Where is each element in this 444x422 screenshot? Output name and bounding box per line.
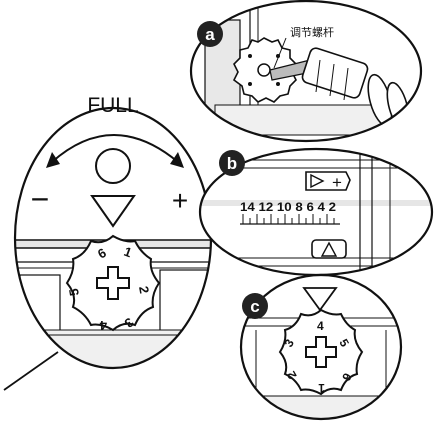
plus-label: + [172, 185, 188, 216]
main-knob[interactable]: 6 1 2 3 4 5 [65, 234, 161, 333]
down-triangle-icon [90, 195, 136, 228]
callout-c-down-triangle-icon [302, 287, 338, 312]
arc-arrow-right-icon [170, 152, 184, 168]
callout-c: 4 5 6 1 2 3 c [239, 273, 403, 421]
svg-text:a: a [205, 25, 215, 44]
minus-label: − [31, 181, 50, 217]
svg-text:c: c [250, 297, 259, 316]
callout-b-badge: b [219, 150, 245, 176]
callout-c-badge: c [242, 293, 268, 319]
main-panel: FULL − + 6 1 2 3 4 5 [3, 94, 213, 391]
main-knob-number-5: 5 [66, 287, 82, 297]
callout-a: 调节螺杆 a [189, 0, 423, 143]
full-arc [51, 134, 179, 163]
callout-a-caption: 调节螺杆 [290, 25, 334, 39]
knob-cross-icon [96, 266, 130, 300]
callout-c-knob: 4 5 6 1 2 3 [278, 308, 364, 396]
main-knob-number-2: 2 [136, 285, 152, 295]
callout-b-up-triangle-icon [320, 241, 338, 257]
callout-b-plus-label: + [332, 173, 342, 192]
callout-c-cross-icon [305, 336, 337, 368]
full-label: FULL [87, 94, 138, 117]
callout-c-border [239, 273, 403, 421]
svg-text:b: b [227, 154, 237, 173]
arc-arrow-left-icon [46, 152, 60, 168]
circle-indicator [95, 148, 131, 184]
main-knob-number-4: 4 [99, 318, 107, 333]
callout-c-knob-number-4: 4 [317, 319, 324, 333]
callout-b-pointer-box [305, 171, 351, 191]
callout-b-scale-numbers: 14 12 10 8 6 4 2 [240, 200, 336, 214]
callout-b-right-triangle-icon [310, 173, 325, 189]
callout-b-scale [240, 214, 340, 225]
callout-a-badge: a [197, 21, 223, 47]
callout-b: + 14 12 10 8 6 4 2 [198, 147, 434, 277]
main-knob-number-1: 1 [122, 244, 134, 261]
leader-line [3, 351, 59, 391]
callout-a-border [189, 0, 423, 143]
callout-c-knob-number-1: 1 [318, 381, 325, 395]
